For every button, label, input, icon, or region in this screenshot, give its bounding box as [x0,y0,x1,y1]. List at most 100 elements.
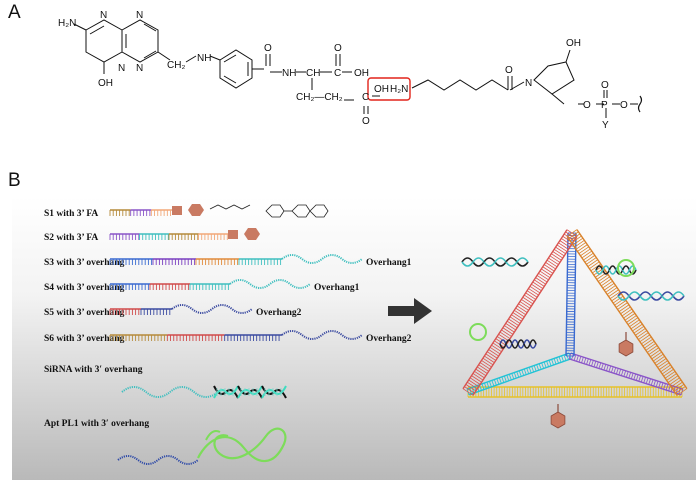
edge-left-rung [548,257,559,265]
folate-hexagon-icon [188,204,204,216]
edge-vertical-rail [565,232,569,356]
edge-left-rung [521,299,532,307]
edge-center-right-rung [623,370,627,377]
edge-left-rung [514,309,525,318]
edge-left-rung [499,331,511,339]
pteridine-ring-right [121,19,159,63]
ring-n-2: N [136,10,143,21]
edge-right-rung [621,308,633,317]
edge-left-rung [485,353,497,361]
edge-center-left-rung [493,379,497,386]
edge-center-right-rung [608,365,612,372]
edge-center-right-rung [583,357,587,364]
strand-row: S2 with 3’ FA [44,228,260,243]
edge-center-left-rung [523,368,527,375]
edge-right-rung [669,377,680,385]
edge-right-rung [651,351,662,360]
acid-o2-label: O [362,116,370,127]
edge-left-rung [561,238,572,246]
edge-center-left-rung [506,374,510,381]
edge-center-right-rung [635,374,639,381]
edge-left-rung [481,360,492,368]
edge-right-rung [672,381,683,390]
edge-center-right-rung [665,384,669,391]
phosphate-o3-label: O [620,100,628,111]
edge-left-rung [508,318,519,326]
edge-center-right-rung [633,373,637,380]
edge-left-rung [552,251,563,259]
edge-right-rung [578,246,590,254]
edge-left-rung [546,259,558,268]
folate-marker-right-hexagon-icon [618,339,634,357]
edge-right-rung [659,362,670,370]
edge-left-rung [542,266,554,274]
edge-left-rung [558,242,569,250]
edge-center-right-rung [586,358,589,365]
edge-left-rung [477,366,488,374]
edge-center-right-rail [570,352,684,390]
edge-right-rung [635,328,646,336]
edge-right-rung [630,321,642,330]
edge-right-rung [666,373,677,381]
edge-right-rung [580,248,591,257]
acid-oh1-label: OH [354,68,369,79]
edge-vertical-rail [573,233,577,357]
edge-right-rung [617,302,628,310]
edge-right-rung [598,274,609,282]
edge-right-rung [632,323,643,332]
acid-o1-label: O [334,43,342,54]
edge-right-rung [657,360,668,368]
edge-left-rung [505,323,516,331]
sirna-overhang [121,386,219,398]
edge-left-rung [472,373,484,381]
edge-left-rung [512,312,524,320]
edge-left-rung [511,314,522,322]
edge-center-right-rung [630,373,634,379]
edge-left-rung [469,377,481,385]
edge-left-rung [515,307,526,316]
edge-center-left-rung [521,369,525,376]
edge-right-rung [609,291,621,300]
edge-left-rung [489,346,501,355]
edge-center-right-rung [606,365,609,371]
edge-left-rung [465,384,477,392]
sirna-strand-teal [261,385,287,399]
sirna-duplex [121,385,287,399]
edge-left-rung [538,272,549,281]
edge-center-right-rung [640,376,644,383]
edge-left-rung [525,292,536,300]
edge-right-rung [574,240,585,248]
edge-right-rung [589,261,600,269]
helix-upper-right-strand [608,265,624,275]
edge-center-right-rung [625,371,629,378]
linker-oxo-label: O [505,65,513,76]
edge-right-rung [629,319,640,327]
overhang-label: Overhang2 [256,308,302,318]
strand-label: S2 with 3’ FA [44,233,98,243]
fa-linker [172,206,182,215]
edge-right-rung [577,244,588,252]
edge-left-rung [541,268,552,276]
edge-left-rung [504,325,515,333]
helix-left-strand [505,257,529,267]
edge-right-rung [583,252,594,261]
carbonyl-o-label: O [264,43,272,54]
edge-left-rung [475,368,487,377]
edge-center-left-rung [553,358,557,365]
aptamer-blob-top [617,259,635,277]
strand-label: S6 with 3’ overhang [44,334,125,344]
edge-left-rung [551,253,562,261]
edge-center-right-rung [655,381,659,387]
edge-center-right-rung [653,380,656,387]
pyrrolidine-n-label: N [525,78,532,89]
edge-center-right-rung [573,354,577,361]
acid-c2-label: C [362,92,369,103]
ring-n-1: N [100,10,107,21]
assembly-arrow [388,298,432,324]
edge-left-rung [516,305,528,313]
edge-left-rung [529,286,541,294]
helix-right-strand [617,291,641,301]
edge-center-right-rung [598,362,602,369]
